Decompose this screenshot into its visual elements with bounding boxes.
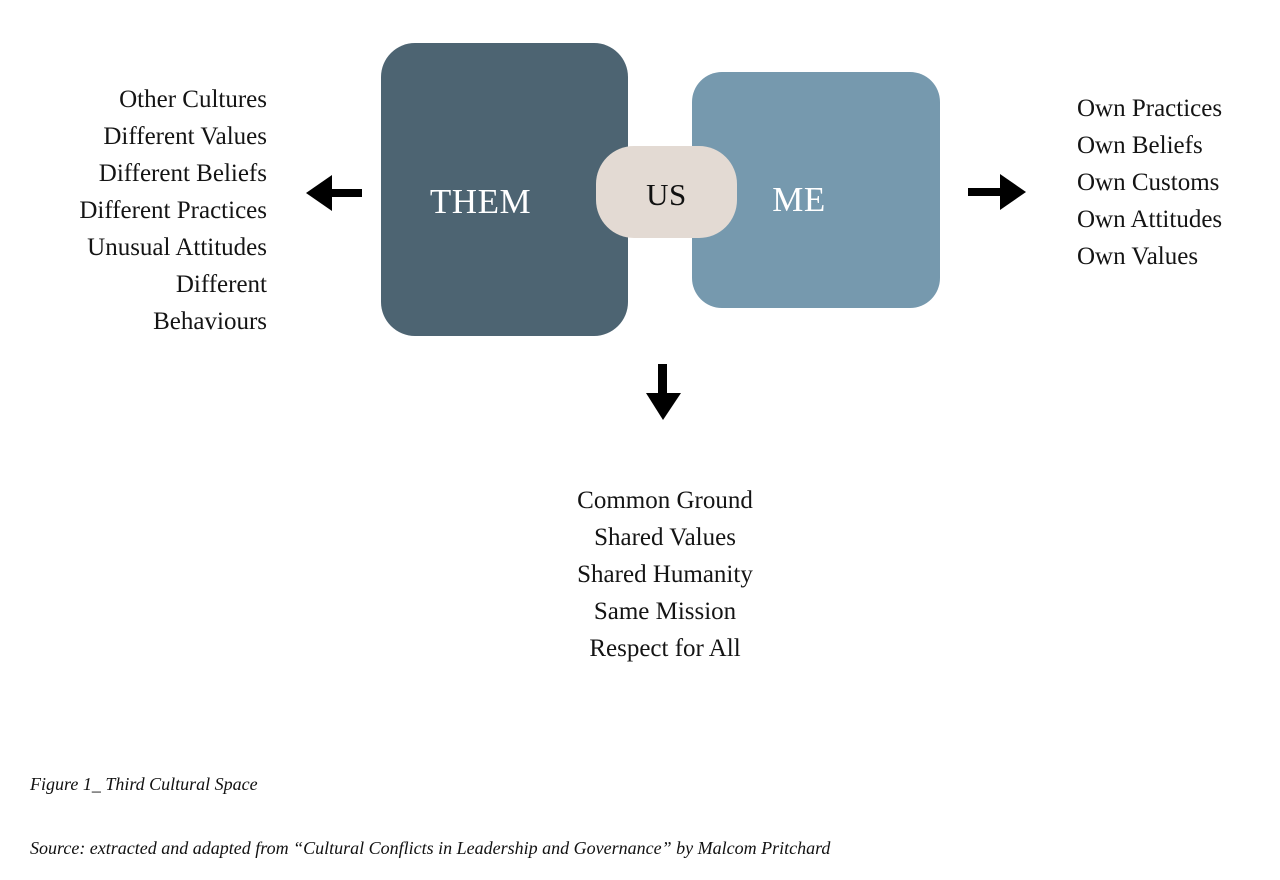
list-item: Other Cultures bbox=[119, 86, 267, 113]
arrow-down-icon bbox=[642, 364, 686, 425]
list-item: Own Attitudes bbox=[1077, 206, 1223, 233]
list-item: Different Values bbox=[103, 123, 267, 150]
list-item: Shared Values bbox=[594, 524, 736, 551]
list-item: Different Practices bbox=[79, 197, 267, 224]
me-box-label: ME bbox=[772, 179, 826, 219]
list-item: Different Beliefs bbox=[98, 160, 267, 187]
list-item: Different bbox=[175, 271, 267, 298]
us-box[interactable]: US bbox=[596, 146, 737, 238]
list-item: Behaviours bbox=[153, 308, 267, 335]
list-item: Own Values bbox=[1077, 243, 1199, 270]
list-item: Own Customs bbox=[1077, 169, 1220, 196]
them-box-label: THEM bbox=[429, 182, 532, 221]
list-item: Own Practices bbox=[1077, 95, 1223, 122]
me-attributes-list: Own Practices Own Beliefs Own Customs Ow… bbox=[1077, 90, 1277, 275]
them-box[interactable]: THEM bbox=[381, 43, 628, 336]
arrow-right-icon bbox=[968, 167, 1026, 222]
common-ground-list: Common Ground Shared Values Shared Human… bbox=[465, 482, 865, 667]
us-box-label: US bbox=[646, 176, 687, 212]
list-item: Unusual Attitudes bbox=[87, 234, 267, 261]
source-caption: Source: extracted and adapted from “Cult… bbox=[30, 838, 831, 858]
list-item: Common Ground bbox=[577, 487, 753, 514]
them-attributes-list: Other Cultures Different Values Differen… bbox=[0, 81, 267, 340]
list-item: Same Mission bbox=[593, 598, 737, 625]
list-item: Respect for All bbox=[589, 635, 741, 662]
list-item: Shared Humanity bbox=[577, 561, 753, 588]
figure-caption: Figure 1_ Third Cultural Space bbox=[30, 774, 258, 794]
arrow-left-icon bbox=[306, 168, 362, 223]
list-item: Own Beliefs bbox=[1077, 132, 1203, 159]
